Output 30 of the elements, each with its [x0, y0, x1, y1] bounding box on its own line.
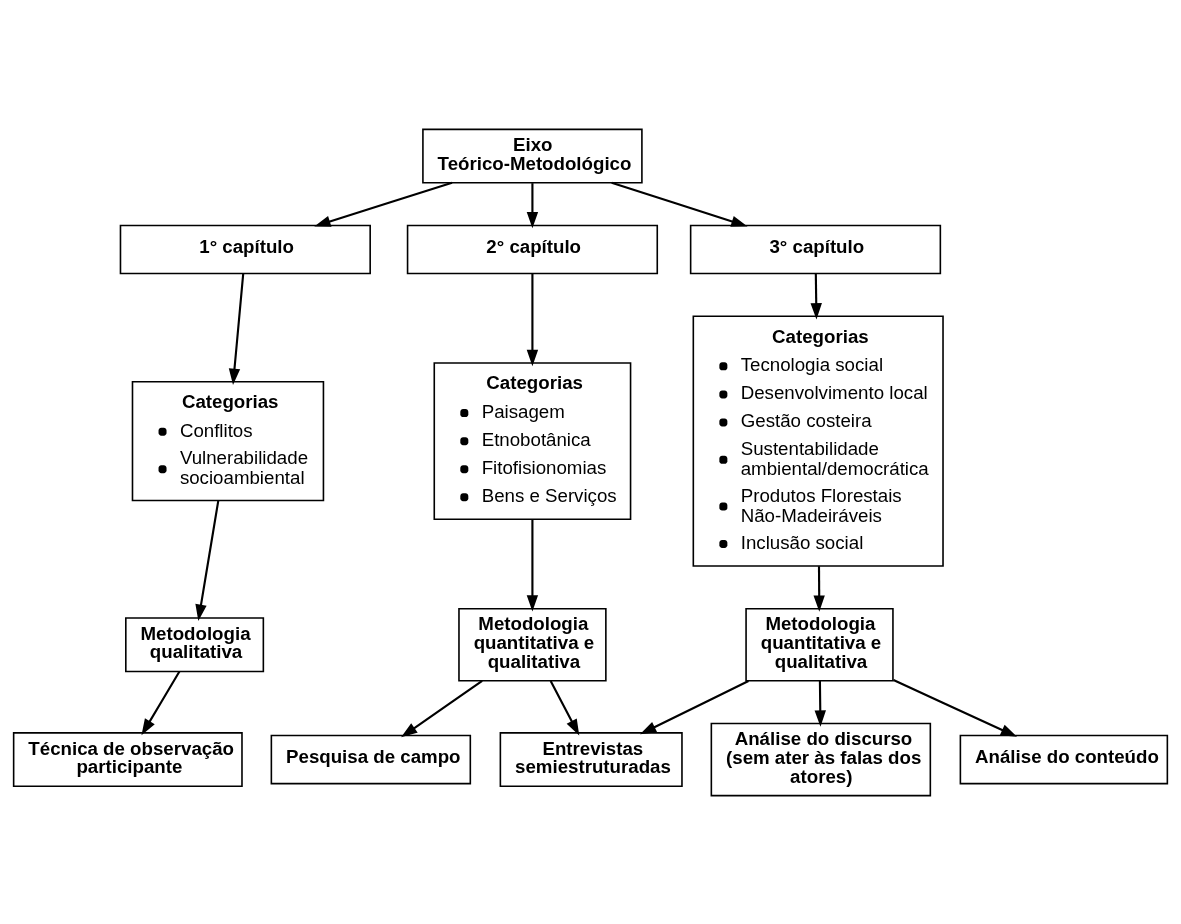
node-box: Eixo Teórico-Metodológico [422, 128, 643, 184]
arrow [640, 679, 749, 734]
arrow [814, 680, 826, 727]
arrow [549, 680, 580, 736]
node-box: 2° capítulo [406, 224, 659, 274]
arrow [526, 182, 539, 228]
node-box: Entrevistas semiestruturadas [499, 731, 683, 787]
node-box: Categorias Conflitos Vulnerabilidade socioambiental [131, 380, 325, 501]
node-box: Metodologia quantitativa e qualitativa [745, 607, 894, 682]
arrow [893, 678, 1018, 737]
arrow [141, 670, 181, 735]
node-box: 1° capítulo [119, 224, 371, 274]
arrow [526, 273, 539, 366]
node-box: Pesquisa de campo [270, 734, 472, 784]
node-box: 3° capítulo [689, 224, 942, 274]
node-box: Análise do conteúdo [959, 734, 1169, 784]
arrow [195, 499, 220, 621]
node-box: Metodologia quantitativa e qualitativa [458, 607, 607, 682]
arrow [228, 273, 245, 385]
node-box: Categorias Tecnologia social Desenvolvimento local Gestão costeira Sustentabilidade ambiental/democrática Produtos Florestais Não-Madeiráveis Inclusão social [692, 314, 944, 567]
arrow [401, 679, 483, 737]
arrow [813, 565, 825, 612]
arrow [526, 519, 539, 611]
node-box: Metodologia qualitativa [125, 616, 265, 672]
arrow [810, 273, 822, 319]
node-box: Análise do discurso (sem ater às falas dos atores) [710, 722, 932, 796]
arrow [314, 181, 453, 227]
arrow [611, 181, 748, 227]
node-box: Categorias Paisagem Etnobotânica Fitofisionomias Bens e Serviços [433, 361, 632, 520]
node-box: Técnica de observação participante [12, 731, 243, 787]
